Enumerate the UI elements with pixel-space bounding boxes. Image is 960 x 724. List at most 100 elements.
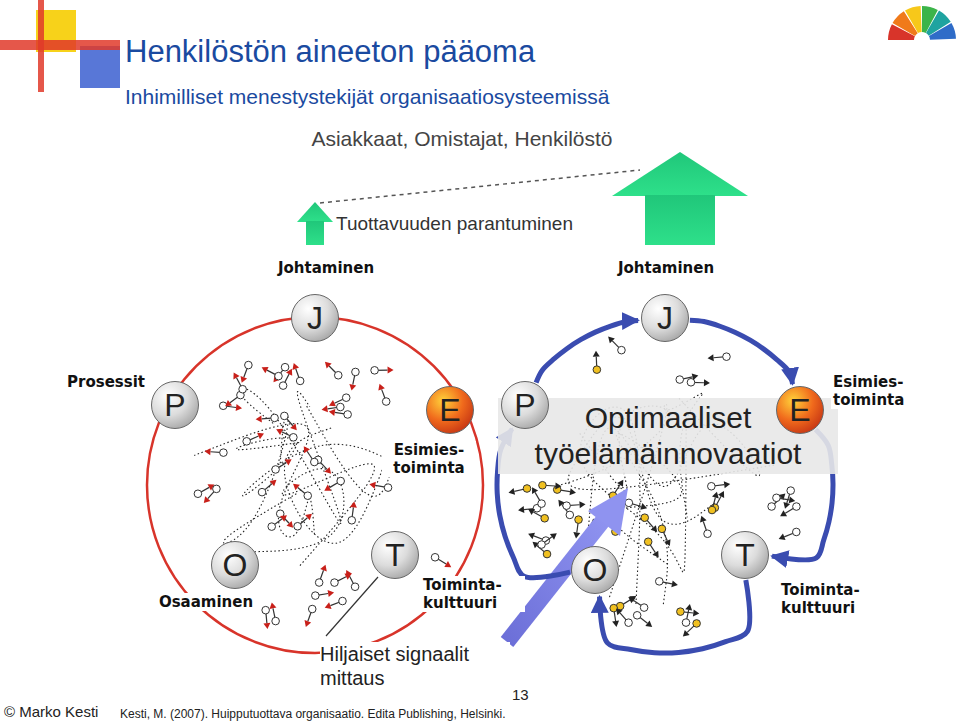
logo-wedge: [905, 6, 922, 33]
particle: [260, 364, 282, 380]
cycle-arrow: [600, 580, 750, 653]
particle: [312, 589, 335, 599]
particle: [262, 606, 271, 629]
particle: [708, 480, 731, 490]
logo: [888, 6, 956, 40]
particle: [778, 503, 800, 520]
particle: [606, 334, 626, 354]
page-number: 13: [512, 686, 529, 704]
particle: [255, 414, 278, 423]
particle: [658, 525, 673, 548]
letter-circle: JJohtaminen: [291, 294, 339, 342]
node-heading: Osaaminen: [157, 593, 255, 611]
letter-circle: P: [501, 381, 549, 429]
particle: [641, 514, 660, 534]
particle: [707, 353, 730, 362]
particle: [315, 563, 328, 586]
particle: [343, 568, 359, 590]
particle: [698, 515, 711, 538]
node-letter: O: [572, 547, 618, 593]
node-heading: Toiminta- kulttuuri: [421, 576, 525, 612]
trail-line: [240, 388, 342, 523]
particle: [331, 571, 353, 587]
blue-square: [80, 46, 120, 88]
leader-line: [326, 577, 378, 636]
arrow-shaft: [645, 195, 715, 245]
trail-line: [223, 415, 296, 544]
particle: [281, 412, 300, 432]
particle: [268, 602, 279, 625]
purple-arrow: [507, 488, 628, 642]
particle: [328, 408, 351, 418]
dots: [194, 334, 800, 639]
particle: [592, 351, 600, 374]
particle: [369, 481, 392, 492]
particle: [322, 359, 342, 379]
particle: [563, 501, 586, 510]
subtitle: Inhimilliset menestystekijät organisaati…: [125, 84, 609, 109]
slide-title: Henkilöstön aineeton pääoma: [125, 33, 535, 70]
particle: [777, 528, 800, 542]
particle: [625, 499, 648, 511]
particle: [655, 578, 678, 589]
particle: [323, 597, 346, 611]
particle: [633, 612, 654, 630]
particle: [538, 530, 559, 548]
particle: [276, 510, 295, 530]
particle: [680, 620, 700, 639]
particle: [539, 481, 562, 489]
node-letter: E: [777, 387, 823, 433]
particle: [291, 481, 312, 500]
arrow-head: [612, 152, 748, 196]
particle: [243, 430, 266, 445]
letter-circle: JJohtaminen: [641, 294, 689, 342]
node-heading: Johtaminen: [616, 259, 716, 277]
particle: [626, 594, 648, 611]
particle: [348, 368, 359, 391]
node-heading: Toiminta- kulttuuri: [779, 581, 883, 617]
node-letter: T: [722, 532, 768, 578]
trail-line: [236, 438, 406, 496]
particle: [573, 516, 583, 539]
particle: [323, 477, 345, 493]
particle: [268, 512, 289, 530]
particle: [376, 383, 390, 406]
node-heading: Johtaminen: [276, 259, 376, 277]
dashed-line: [320, 170, 640, 203]
particle: [682, 603, 693, 626]
arrow-head: [297, 202, 333, 222]
node-letter: P: [502, 382, 548, 428]
node-letter: P: [152, 382, 198, 428]
particle: [238, 361, 252, 384]
particle: [348, 501, 358, 524]
citation: Kesti, M. (2007). Huipputuottava organis…: [120, 707, 506, 721]
node-letter: J: [292, 295, 338, 341]
big-green-arrow: [612, 152, 748, 245]
corner-decoration: [0, 0, 120, 92]
stakeholder-label: Asiakkaat, Omistajat, Henkilöstö: [311, 126, 612, 151]
particle: [219, 402, 242, 412]
red-bar: [0, 40, 120, 50]
particle: [290, 362, 304, 385]
red-bar: [38, 0, 44, 92]
particle: [610, 604, 620, 627]
particle: [782, 487, 795, 510]
particle: [371, 367, 394, 375]
particle: [201, 485, 220, 505]
particle: [644, 538, 661, 560]
letter-circle: TToiminta- kulttuuri: [371, 531, 419, 579]
node-heading: Prosessit: [65, 373, 147, 391]
particle: [676, 372, 699, 383]
trail-line: [194, 424, 314, 537]
node-letter: T: [372, 532, 418, 578]
logo-wedge: [929, 23, 956, 40]
particle: [708, 491, 720, 514]
letter-circle: EEsimies- toiminta: [426, 386, 474, 434]
node-letter: O: [212, 542, 258, 588]
node-letter: J: [642, 295, 688, 341]
particle: [294, 511, 314, 530]
letter-circle: EEsimies- toiminta: [776, 386, 824, 434]
particle: [613, 606, 632, 626]
letter-circle: OOsaaminen: [211, 541, 259, 589]
particle: [301, 444, 318, 466]
